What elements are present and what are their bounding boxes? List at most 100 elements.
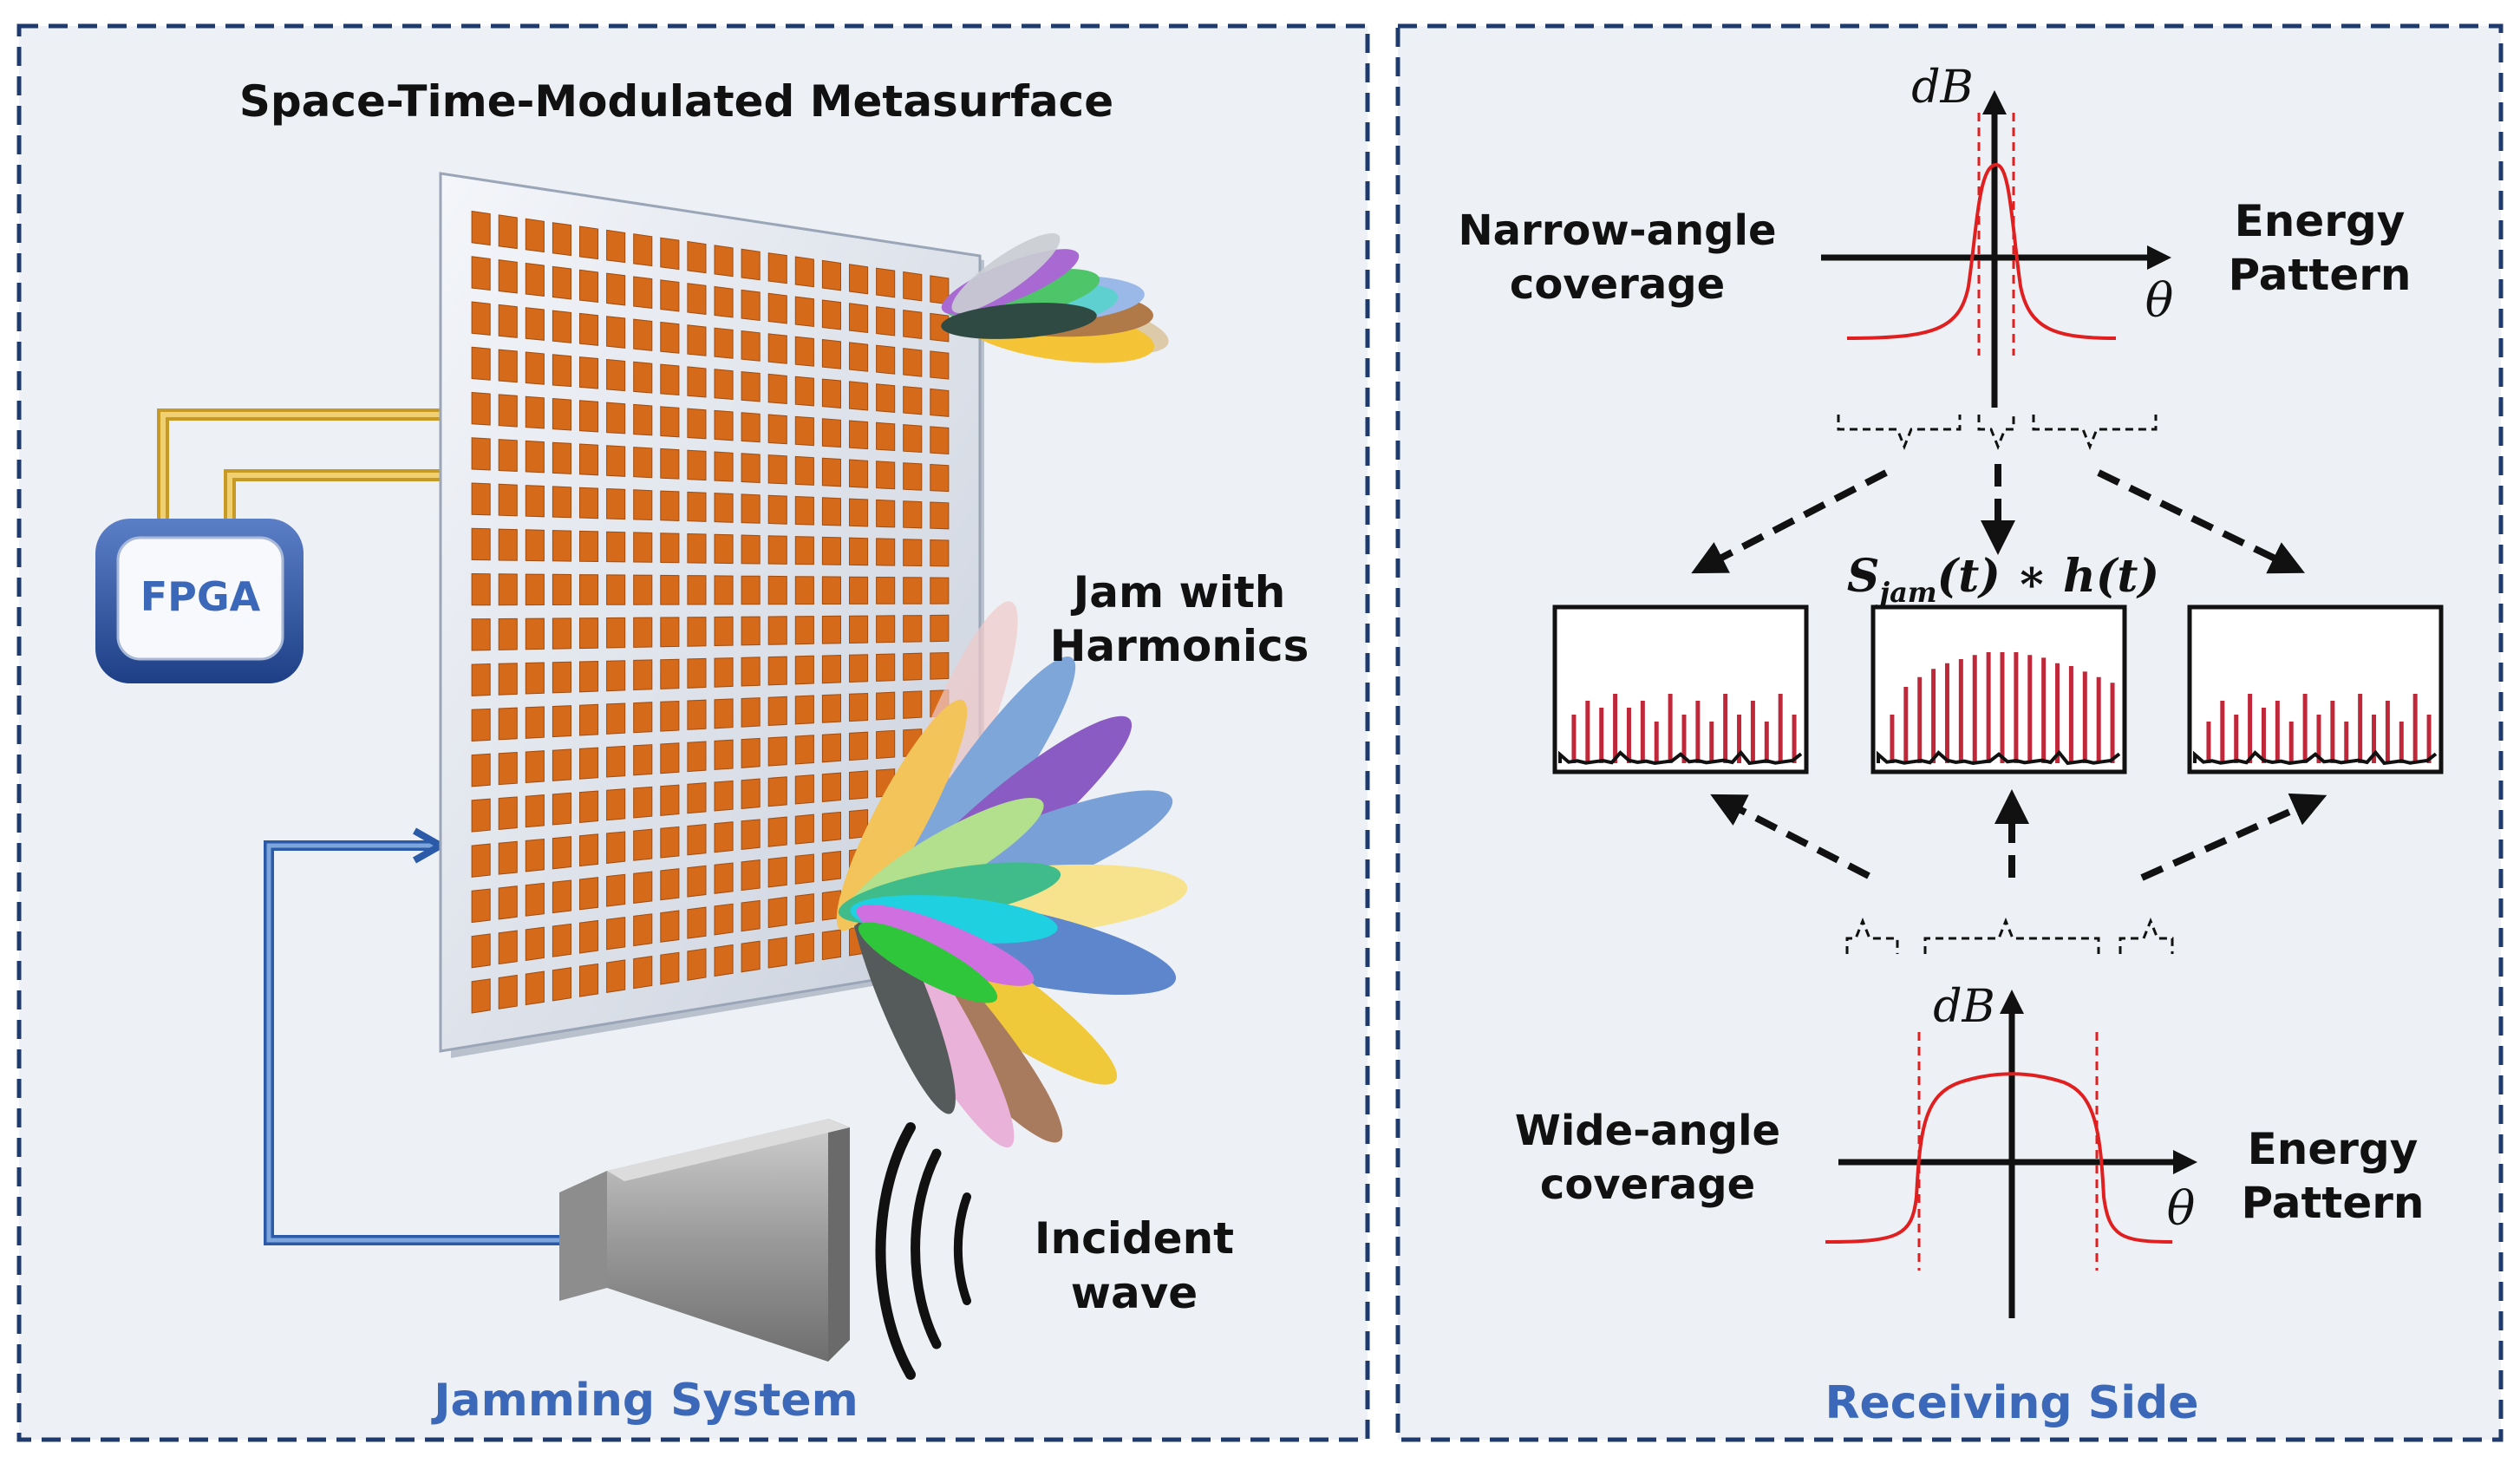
unit-cell — [633, 447, 653, 479]
unit-cell — [552, 397, 571, 431]
noise-floor-right — [2193, 749, 2438, 766]
unit-cell — [498, 304, 518, 338]
unit-cell — [714, 657, 734, 688]
unit-cell — [687, 240, 707, 274]
unit-cell — [498, 573, 518, 606]
unit-cell — [687, 741, 707, 773]
unit-cell — [606, 272, 626, 306]
unit-cell — [767, 535, 787, 565]
unit-cell — [930, 651, 950, 680]
unit-cell — [606, 617, 626, 649]
unit-cell — [849, 381, 869, 411]
unit-cell — [606, 316, 626, 349]
unit-cell — [660, 868, 680, 901]
metasurface-title: Space-Time-Modulated Metasurface — [239, 76, 1113, 127]
unit-cell — [660, 237, 680, 271]
unit-cell — [849, 731, 869, 761]
unit-cell — [606, 702, 626, 735]
unit-cell — [741, 412, 761, 443]
unit-cell — [687, 865, 707, 898]
unit-cell — [794, 495, 814, 526]
unit-cell — [687, 449, 707, 481]
unit-cell — [660, 658, 680, 689]
unit-cell — [606, 788, 626, 821]
narrow-label-line2: coverage — [1510, 260, 1725, 309]
unit-cell — [741, 493, 761, 524]
unit-cell — [606, 660, 626, 692]
unit-cell — [525, 662, 545, 695]
unit-cell — [552, 967, 571, 1002]
unit-cell — [471, 798, 491, 833]
unit-cell — [794, 893, 814, 924]
unit-cell — [714, 409, 734, 441]
unit-cell — [714, 575, 734, 605]
unit-cell — [849, 576, 869, 604]
unit-cell — [821, 615, 841, 644]
unit-cell — [633, 702, 653, 734]
unit-cell — [876, 306, 896, 336]
unit-cell — [471, 391, 491, 426]
unit-cell — [660, 363, 680, 396]
bottom-axis-x-label: θ — [2167, 1181, 2196, 1236]
unit-cell — [525, 529, 545, 562]
unit-cell — [903, 462, 923, 491]
unit-cell — [525, 395, 545, 429]
unit-cell — [794, 296, 814, 328]
unit-cell — [606, 487, 626, 520]
unit-cell — [471, 618, 491, 651]
unit-cell — [552, 486, 571, 519]
unit-cell — [660, 532, 680, 564]
unit-cell — [903, 652, 923, 681]
unit-cell — [821, 378, 841, 408]
unit-cell — [552, 705, 571, 738]
unit-cell — [525, 485, 545, 518]
unit-cell — [849, 692, 869, 722]
unit-cell — [794, 536, 814, 565]
unit-cell — [633, 318, 653, 351]
unit-cell — [633, 871, 653, 904]
unit-cell — [471, 482, 491, 516]
unit-cell — [633, 828, 653, 861]
unit-cell — [821, 811, 841, 842]
jamming-system-panel: Space-Time-Modulated Metasurface FPGA — [16, 23, 1370, 1442]
unit-cell — [930, 577, 950, 604]
unit-cell — [606, 831, 626, 864]
unit-cell — [525, 794, 545, 828]
unit-cell — [767, 816, 787, 847]
unit-cell — [903, 577, 923, 604]
unit-cell — [714, 739, 734, 770]
unit-cell — [471, 527, 491, 561]
unit-cell — [525, 440, 545, 474]
unit-cell — [849, 264, 869, 295]
unit-cell — [552, 310, 571, 343]
unit-cell — [498, 259, 518, 294]
unit-cell — [660, 826, 680, 859]
spectrum-bars-center — [1890, 652, 2115, 763]
unit-cell — [714, 780, 734, 812]
unit-cell — [767, 896, 787, 929]
unit-cell — [767, 656, 787, 686]
unit-cell — [714, 821, 734, 853]
unit-cell — [741, 819, 761, 851]
unit-cell — [660, 742, 680, 774]
unit-cell — [794, 932, 814, 964]
unit-cell — [794, 576, 814, 605]
unit-cell — [794, 774, 814, 805]
harmonic-beams-lower — [836, 601, 1188, 1148]
unit-cell — [525, 573, 545, 606]
unit-cell — [930, 426, 950, 455]
unit-cell — [687, 948, 707, 981]
unit-cell — [687, 699, 707, 730]
unit-cell — [794, 455, 814, 486]
upper-dashed-arrows — [1691, 464, 2305, 574]
unit-cell — [579, 703, 599, 736]
unit-cell — [660, 448, 680, 480]
unit-cell — [552, 530, 571, 562]
top-axis-x-label: θ — [2145, 273, 2174, 328]
unit-cell — [525, 262, 545, 297]
unit-cell — [579, 747, 599, 780]
unit-cell — [660, 617, 680, 648]
unit-cell — [633, 489, 653, 521]
unit-cell — [498, 751, 518, 786]
